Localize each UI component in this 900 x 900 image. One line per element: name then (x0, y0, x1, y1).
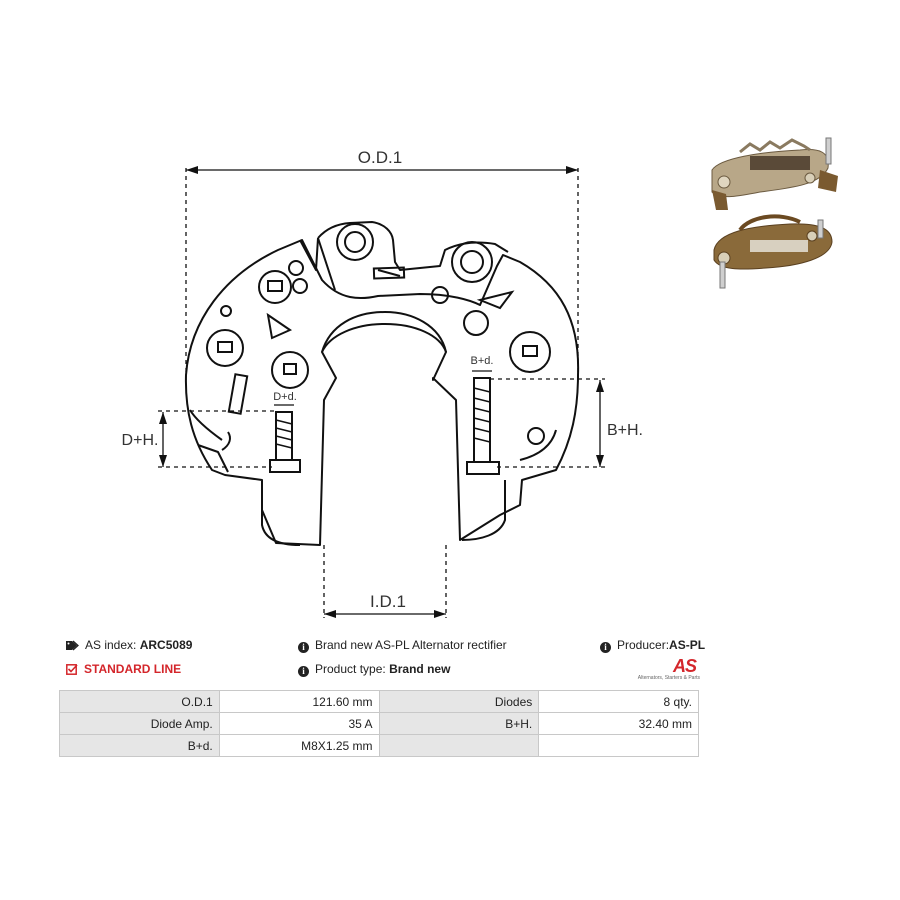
spec-key: Diode Amp. (59, 712, 220, 735)
tag-icon (66, 640, 79, 654)
rectifier-photo-bottom (713, 214, 833, 289)
producer-row: i Producer:AS-PL (600, 638, 705, 653)
id-label: I.D.1 (370, 592, 406, 611)
product-type-value: Brand new (389, 662, 451, 676)
spec-key: Diodes (378, 690, 540, 713)
spec-value: 32.40 mm (538, 712, 699, 735)
as-index-value: ARC5089 (139, 638, 193, 652)
spec-key (378, 734, 540, 757)
spec-key: O.D.1 (59, 690, 220, 713)
spec-value: 8 qty. (538, 690, 699, 713)
standard-line-label: STANDARD LINE (84, 662, 182, 676)
logo-mark: AS (672, 656, 697, 676)
spec-key: B+d. (59, 734, 220, 757)
producer-label: Producer: (617, 638, 670, 652)
product-photo (711, 137, 838, 289)
table-row: Diode Amp. 35 A B+H. 32.40 mm (59, 712, 699, 735)
bd-label: B+d. (471, 355, 494, 367)
as-index-row: AS index: ARC5089 (66, 638, 192, 654)
product-type-row: i Product type: Brand new (298, 662, 450, 677)
as-index-label: AS index: (85, 638, 137, 652)
od-label: O.D.1 (358, 148, 402, 167)
product-type-label: Product type: (315, 662, 386, 676)
spec-table: O.D.1 121.60 mm Diodes 8 qty. Diode Amp.… (59, 690, 699, 757)
spec-value: 35 A (218, 712, 380, 735)
logo-tagline: Alternators, Starters & Parts (637, 675, 700, 681)
spec-value (538, 734, 699, 757)
rectifier-outline (184, 239, 580, 546)
description-text: Brand new AS-PL Alternator rectifier (315, 638, 507, 652)
description-row: i Brand new AS-PL Alternator rectifier (298, 638, 507, 653)
producer-value: AS-PL (669, 638, 706, 652)
rectifier-technical-drawing: O.D.1 I.D.1 D+H. B+H. D+d. B+d. (122, 148, 643, 618)
as-pl-logo: AS Alternators, Starters & Parts (636, 656, 700, 684)
dh-label: D+H. (122, 432, 159, 449)
check-square-icon (66, 664, 78, 678)
spec-key: B+H. (378, 712, 540, 735)
info-icon: i (298, 642, 309, 653)
info-icon: i (298, 666, 309, 677)
info-icon: i (600, 642, 611, 653)
rectifier-photo-top (711, 137, 838, 210)
table-row: B+d. M8X1.25 mm (59, 734, 699, 757)
table-row: O.D.1 121.60 mm Diodes 8 qty. (59, 690, 699, 713)
spec-value: 121.60 mm (218, 690, 380, 713)
line-row: STANDARD LINE (66, 662, 181, 678)
dd-label: D+d. (273, 391, 297, 403)
bh-label: B+H. (607, 422, 643, 439)
spec-value: M8X1.25 mm (218, 734, 380, 757)
